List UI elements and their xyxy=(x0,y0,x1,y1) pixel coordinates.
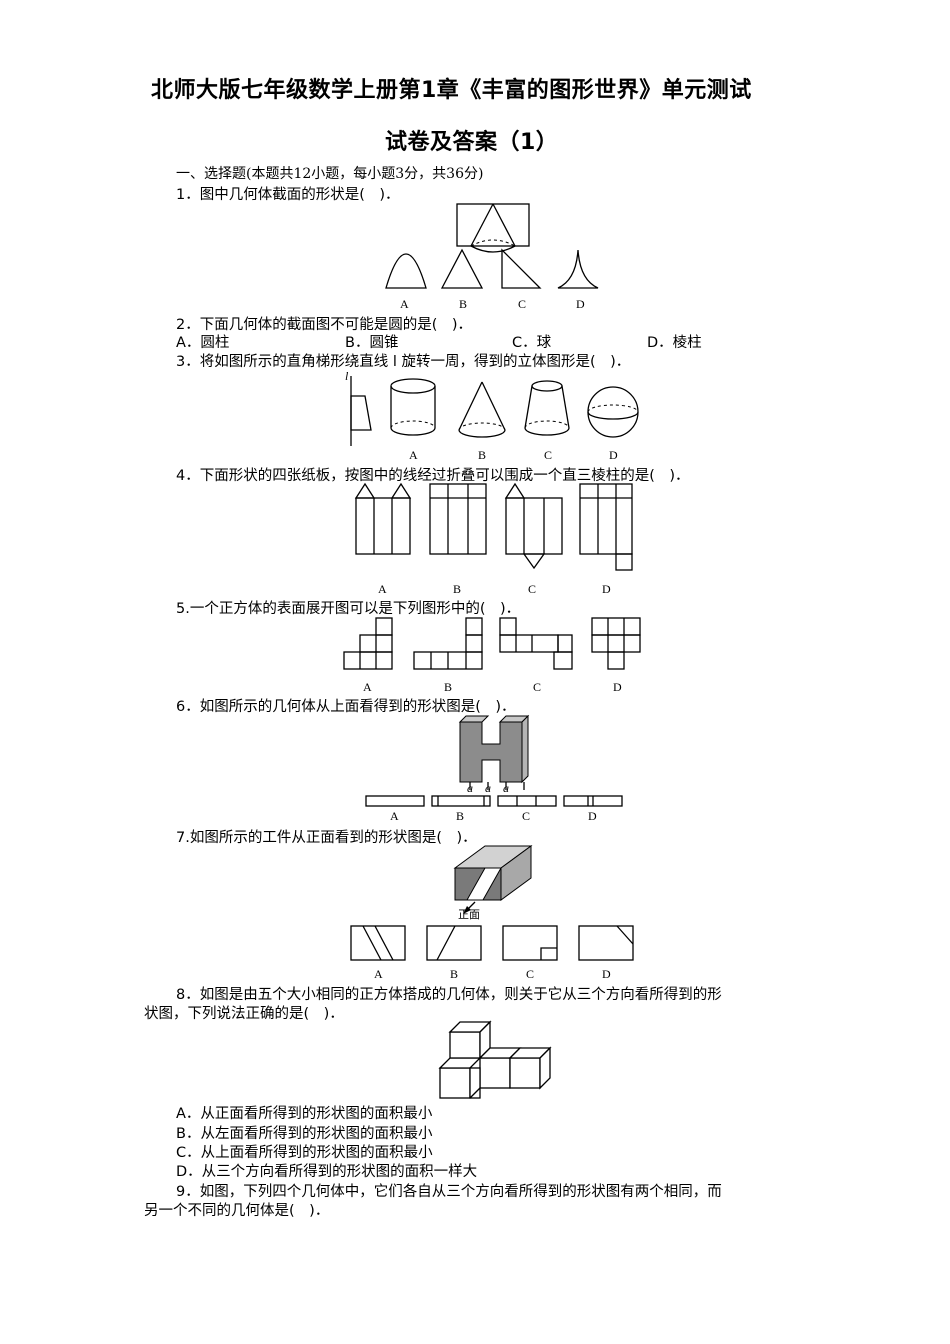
question-3-figure xyxy=(350,376,639,446)
question-7-figure xyxy=(350,845,634,961)
question-4-text: 4．下面形状的四张纸板，按图中的线经过折叠可以围成一个直三棱柱的是( )． xyxy=(176,468,690,484)
question-8-option-d: D．从三个方向看所得到的形状图的面积一样大 xyxy=(176,1164,478,1180)
question-4-label-a: A xyxy=(378,582,387,596)
question-6-dim-label-2: a xyxy=(485,781,491,795)
question-7-label-b: B xyxy=(450,967,459,981)
question-7-label-d: D xyxy=(602,967,611,981)
question-5-figure xyxy=(343,617,641,670)
question-1-figure xyxy=(385,203,599,289)
question-7-label-c: C xyxy=(526,967,535,981)
question-8-figure xyxy=(438,1020,552,1099)
question-6-dim-label-3: a xyxy=(503,781,509,795)
question-2-text: 2．下面几何体的截面图不可能是圆的是( )． xyxy=(176,317,473,333)
question-6-label-a: A xyxy=(390,809,399,823)
question-5-label-c: C xyxy=(533,680,542,694)
document-title-line1: 北师大版七年级数学上册第1章《丰富的图形世界》单元测试 xyxy=(151,78,752,103)
question-2-option-c: C．球 xyxy=(512,335,552,351)
question-8-text-line2: 状图，下列说法正确的是( )． xyxy=(144,1006,344,1022)
section-header: 一、选择题(本题共12小题，每小题3分，共36分) xyxy=(176,166,484,182)
question-1-text: 1．图中几何体截面的形状是( )． xyxy=(176,187,400,203)
question-4-label-d: D xyxy=(602,582,611,596)
question-9-text-line2: 另一个不同的几何体是( )． xyxy=(144,1203,330,1219)
question-7-front-label: 正面 xyxy=(458,909,480,921)
document-title-line2: 试卷及答案（1） xyxy=(385,130,559,155)
question-3-axis-label: l xyxy=(345,369,349,383)
question-8-option-c: C．从上面看所得到的形状图的面积最小 xyxy=(176,1145,433,1161)
question-5-label-d: D xyxy=(613,680,622,694)
question-8-option-a: A．从正面看所得到的形状图的面积最小 xyxy=(176,1106,433,1122)
question-7-text: 7.如图所示的工件从正面看到的形状图是( )． xyxy=(176,830,477,846)
question-1-label-a: A xyxy=(400,297,409,311)
question-2-option-a: A．圆柱 xyxy=(176,335,230,351)
question-6-label-c: C xyxy=(522,809,531,823)
question-5-label-a: A xyxy=(363,680,372,694)
question-5-label-b: B xyxy=(444,680,453,694)
question-3-label-b: B xyxy=(478,448,487,462)
question-3-label-d: D xyxy=(609,448,618,462)
question-3-label-a: A xyxy=(409,448,418,462)
question-4-label-c: C xyxy=(528,582,537,596)
question-3-label-c: C xyxy=(544,448,553,462)
question-6-text: 6．如图所示的几何体从上面看得到的形状图是( )． xyxy=(176,699,516,715)
question-1-label-d: D xyxy=(576,297,585,311)
question-6-label-d: D xyxy=(588,809,597,823)
question-9-text-line1: 9．如图，下列四个几何体中，它们各自从三个方向看所得到的形状图有两个相同，而 xyxy=(176,1184,722,1200)
question-3-text: 3．将如图所示的直角梯形绕直线 l 旋转一周，得到的立体图形是( )． xyxy=(176,354,631,370)
question-4-figure xyxy=(354,482,633,571)
question-2-option-d: D．棱柱 xyxy=(647,335,702,351)
question-8-text-line1: 8．如图是由五个大小相同的正方体搭成的几何体，则关于它从三个方向看所得到的形 xyxy=(176,987,722,1003)
question-1-label-b: B xyxy=(459,297,468,311)
question-8-option-b: B．从左面看所得到的形状图的面积最小 xyxy=(176,1126,433,1142)
question-6-dim-label-1: a xyxy=(467,781,473,795)
question-6-label-b: B xyxy=(456,809,465,823)
question-2-option-b: B．圆锥 xyxy=(345,335,399,351)
question-7-label-a: A xyxy=(374,967,383,981)
question-1-label-c: C xyxy=(518,297,527,311)
question-4-label-b: B xyxy=(453,582,462,596)
question-5-text: 5.一个正方体的表面展开图可以是下列图形中的( )． xyxy=(176,601,521,617)
question-6-figure xyxy=(365,714,623,807)
